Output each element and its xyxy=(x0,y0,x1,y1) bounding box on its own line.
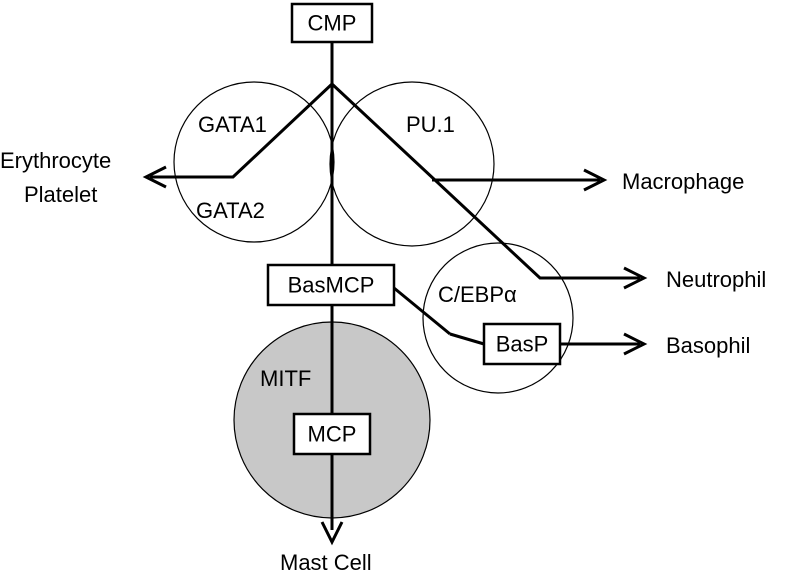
cebpa-circle xyxy=(422,242,574,394)
mast-cell-label: Mast Cell xyxy=(280,550,372,574)
macrophage-label: Macrophage xyxy=(622,169,744,194)
mcp-node: MCP xyxy=(292,412,372,456)
basmcp-label: BasMCP xyxy=(288,273,375,298)
basp-node: BasP xyxy=(482,322,562,366)
neutrophil-arrowhead xyxy=(623,266,648,290)
gata-circle xyxy=(173,81,335,243)
basophil-arrowhead xyxy=(623,332,648,356)
erythroid-arrowhead xyxy=(142,165,167,189)
erythroid-branch-line xyxy=(150,82,334,179)
cmp-node: CMP xyxy=(290,2,374,44)
cebpa-label: C/EBPα xyxy=(438,282,517,307)
basp-inner-connector xyxy=(449,332,485,346)
basophil-label: Basophil xyxy=(666,333,750,358)
mcp-label: MCP xyxy=(308,422,357,447)
platelet-label: Platelet xyxy=(24,182,97,207)
mitf-label: MITF xyxy=(260,366,311,391)
macrophage-arrowhead xyxy=(583,168,608,192)
cmp-label: CMP xyxy=(308,11,357,36)
neutrophil-branch-line xyxy=(330,82,640,280)
basmcp-basp-connector xyxy=(393,286,451,336)
basmcp-node: BasMCP xyxy=(266,263,396,307)
pu1-circle xyxy=(329,81,495,247)
pu1-label: PU.1 xyxy=(406,112,455,137)
gata2-label: GATA2 xyxy=(196,198,265,223)
erythrocyte-label: Erythrocyte xyxy=(0,148,111,173)
gata1-label: GATA1 xyxy=(198,112,267,137)
neutrophil-label: Neutrophil xyxy=(666,267,766,292)
basp-label: BasP xyxy=(496,332,549,357)
mast-cell-arrowhead xyxy=(320,521,344,546)
